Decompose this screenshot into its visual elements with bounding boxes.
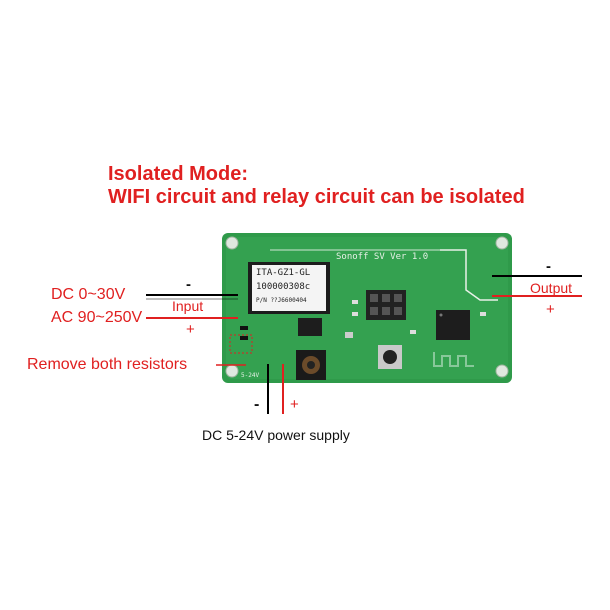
smd-component — [352, 300, 358, 304]
input-label: Input — [172, 298, 204, 314]
remove-resistors-label: Remove both resistors — [27, 356, 188, 373]
removable-resistors — [229, 326, 253, 354]
output-plus-label: + — [546, 301, 555, 318]
antenna-trace — [433, 352, 474, 367]
pin-header — [366, 290, 406, 320]
power-supply-label: DC 5-24V power supply — [202, 427, 350, 443]
input-plus-label: + — [186, 321, 195, 338]
smd-component — [410, 330, 416, 334]
dc-input-label: DC 0~30V — [51, 286, 126, 303]
ac-input-label: AC 90~250V — [51, 309, 143, 326]
wifi-chip — [436, 310, 470, 340]
title-line-1: Isolated Mode: — [108, 163, 249, 185]
power-minus-label: - — [254, 396, 260, 413]
tactile-button — [378, 345, 402, 369]
relay — [248, 262, 330, 314]
output-label: Output — [530, 280, 573, 296]
relay-label-1: ITA-GZ1-GL — [256, 268, 311, 278]
input-minus-label: - — [186, 276, 191, 293]
voltage-mark: 5-24V — [241, 372, 260, 379]
output-minus-label: - — [546, 258, 551, 275]
inductor — [296, 350, 326, 380]
board-silkscreen: Sonoff SV Ver 1.0 — [336, 252, 429, 262]
smd-component — [345, 332, 353, 338]
smd-component — [352, 312, 358, 316]
relay-label-2: 100000308c — [256, 282, 311, 292]
smd-component — [480, 312, 486, 316]
relay-label-3: P/N ??J6600404 — [256, 297, 307, 304]
power-plus-label: + — [290, 396, 299, 413]
title-line-2: WIFI circuit and relay circuit can be is… — [108, 186, 525, 208]
driver-chip — [298, 318, 322, 336]
